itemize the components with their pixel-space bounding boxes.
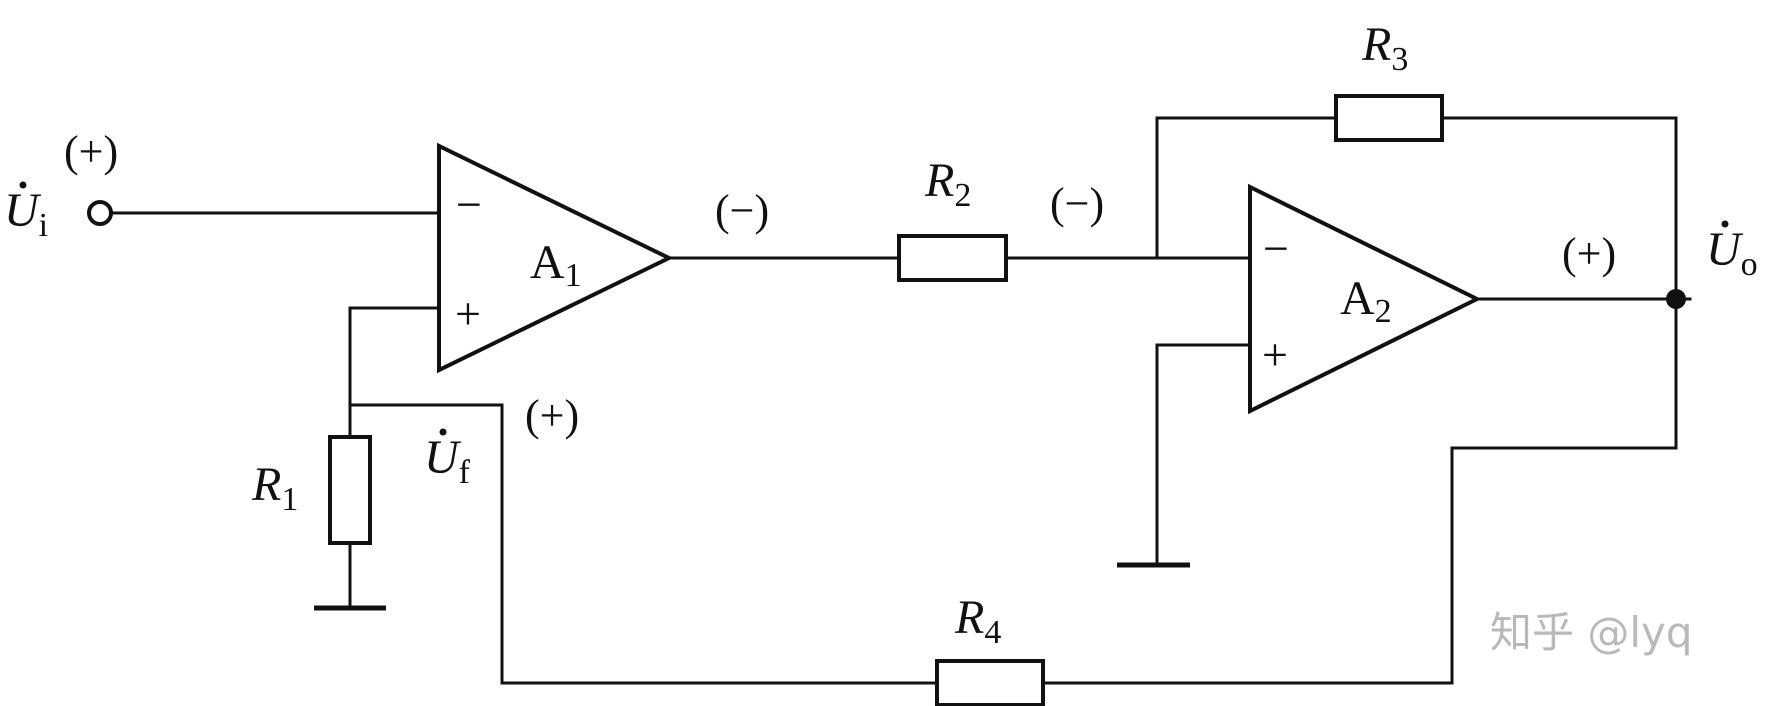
resistor-r2	[897, 234, 1008, 282]
watermark: 知乎 @lyq	[1490, 608, 1693, 657]
resistor-r4	[935, 659, 1045, 706]
wire-r4-to-output	[1041, 297, 1678, 685]
signal-uf-dot	[439, 428, 447, 436]
wire-uf-to-r4	[348, 403, 939, 685]
wires	[106, 116, 1692, 685]
resistor-r1	[328, 435, 372, 545]
signal-uf-label: Uf	[424, 431, 471, 491]
output-junction-dot	[1666, 289, 1686, 309]
wire-a2-plus-to-ground	[1155, 343, 1252, 567]
signal-ui: Ui	[4, 181, 48, 244]
wire-r3-left	[1155, 116, 1338, 260]
resistor-r1-label: R1	[251, 458, 298, 518]
signal-uo-label: Uo	[1706, 223, 1758, 283]
opamp-a1: − + A1	[437, 142, 674, 374]
wire-a1-plus-to-node	[348, 306, 441, 439]
opamp-a2-body	[1248, 183, 1482, 415]
opamp-a1-body	[437, 142, 674, 374]
signal-ui-dot	[19, 181, 27, 189]
resistor-r3-label: R3	[1361, 18, 1408, 78]
opamp-a1-label: A1	[530, 236, 582, 294]
signal-ui-label: Ui	[4, 184, 48, 244]
input-terminal	[87, 200, 113, 226]
opamp-a2-minus-sign: −	[1263, 223, 1289, 274]
signal-uo-dot	[1721, 220, 1729, 228]
opamp-a1-minus-sign: −	[456, 179, 482, 230]
polarity-input: (+)	[64, 127, 118, 176]
signal-uo: Uo	[1706, 220, 1758, 283]
wire-r3-right	[1440, 116, 1678, 301]
polarity-a1-output: (−)	[715, 186, 769, 235]
polarity-feedback: (+)	[525, 391, 579, 440]
resistor-r2-label: R2	[924, 154, 971, 214]
opamp-a2-plus-sign: +	[1262, 329, 1288, 380]
resistor-r4-label: R4	[954, 591, 1001, 651]
opamp-a2: − + A2	[1248, 183, 1482, 415]
opamp-a1-plus-sign: +	[455, 288, 481, 339]
resistor-r3	[1334, 94, 1444, 142]
signal-uf: Uf	[424, 428, 471, 491]
polarity-a2-inverting-input: (−)	[1050, 179, 1104, 228]
opamp-a2-label: A2	[1340, 272, 1392, 330]
polarity-output: (+)	[1562, 229, 1616, 278]
